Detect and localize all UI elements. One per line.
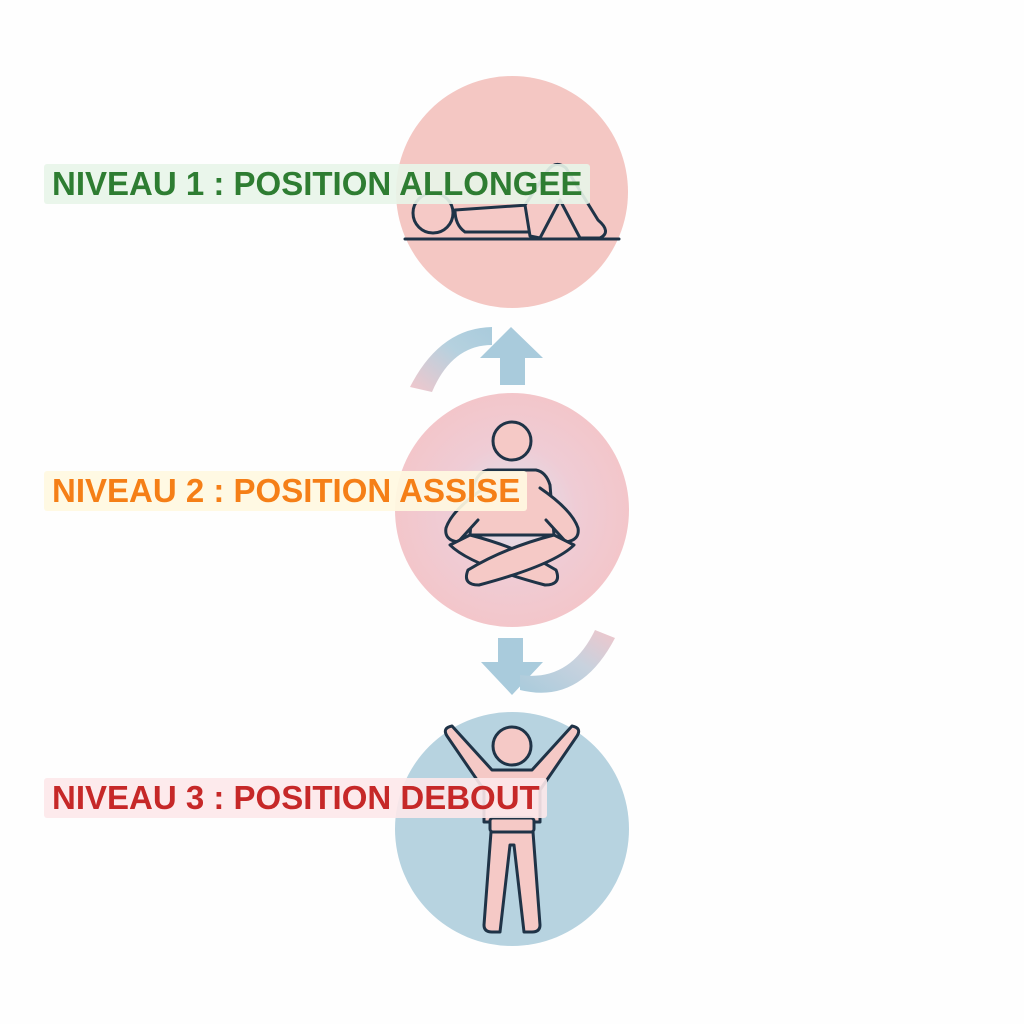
arrow-up-icon: [410, 327, 543, 392]
level-3-label: NIVEAU 3 : POSITION DEBOUT: [44, 778, 547, 818]
arrow-down-icon: [481, 630, 615, 695]
standing-arms-raised-person-icon: [443, 724, 581, 934]
level-2-label: NIVEAU 2 : POSITION ASSISE: [44, 471, 528, 511]
level-1-label: NIVEAU 1 : POSITION ALLONGEE: [44, 164, 590, 204]
